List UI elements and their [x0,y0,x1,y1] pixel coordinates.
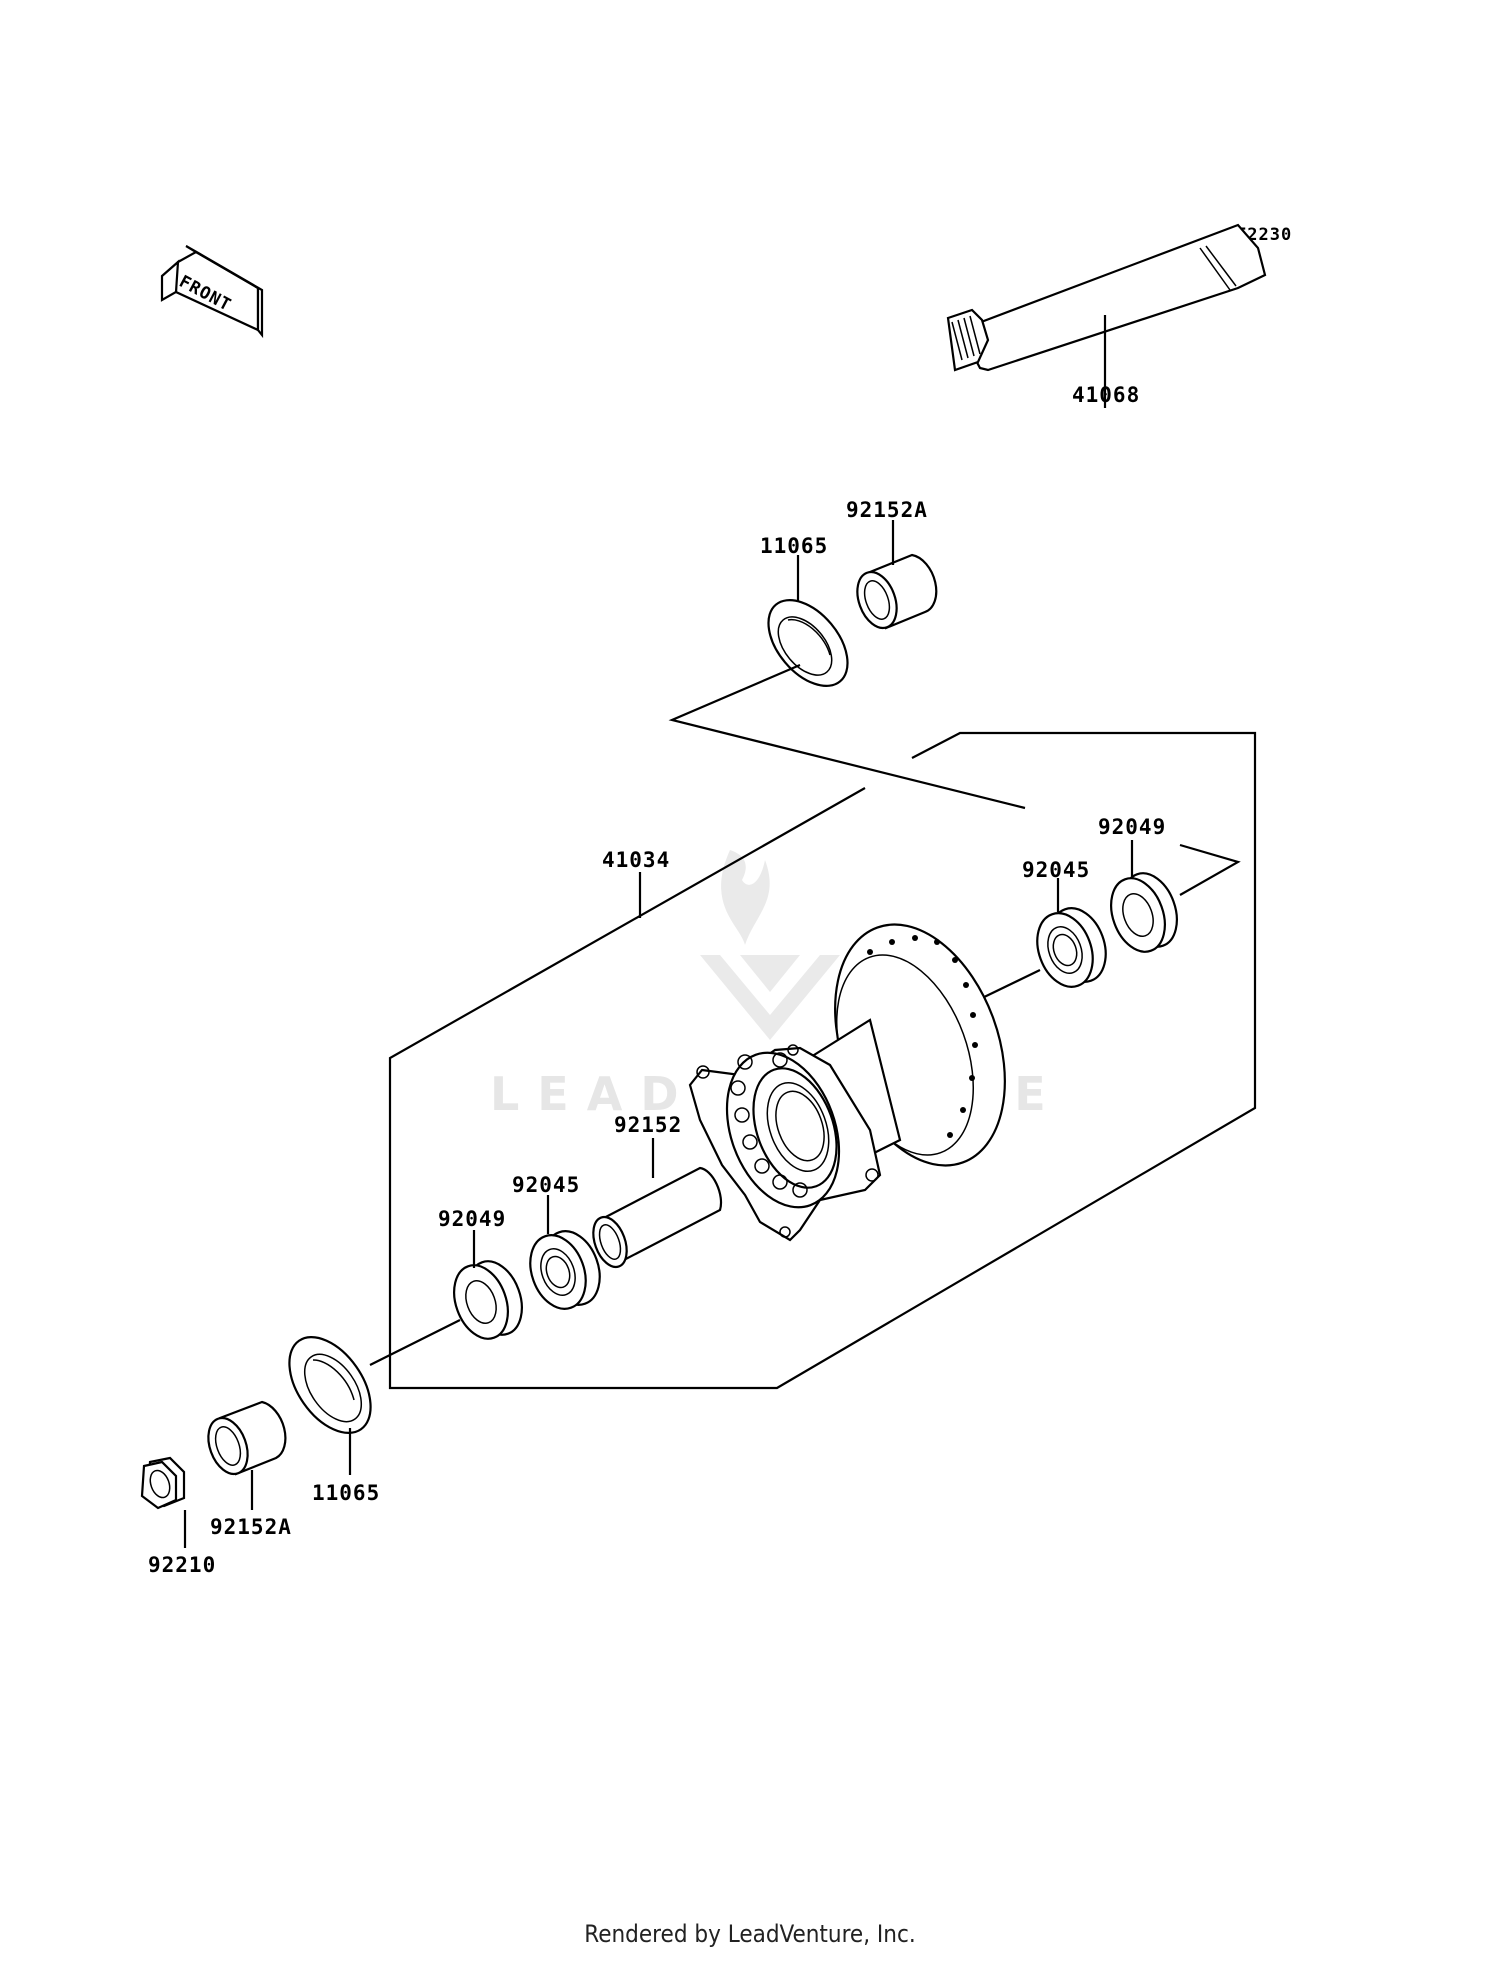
label-41068: 41068 [1072,383,1140,407]
axle-41068 [946,223,1267,372]
label-92210: 92210 [148,1553,216,1577]
collar-92152a-bottom [207,1400,287,1476]
oil-seal-92049-right [1110,872,1178,953]
spacer-92152 [592,1166,723,1269]
collar-92152a-top [856,553,938,630]
oil-seal-92049-left [453,1260,523,1340]
label-11065-top: 11065 [760,534,828,558]
footer-credit: Rendered by LeadVenture, Inc. [584,1920,916,1948]
front-arrow-icon: FRONT [160,245,264,339]
bearing-92045-left [529,1230,601,1310]
label-41034: 41034 [602,848,670,872]
cover-11065-bottom [288,1336,372,1434]
nut-92210 [140,1456,186,1510]
label-92049-right: 92049 [1098,815,1166,839]
label-92152a-top: 92152A [846,498,928,522]
label-92152a-bottom: 92152A [210,1515,292,1539]
bearing-92045-right [1036,907,1107,988]
label-92152: 92152 [614,1113,682,1137]
label-11065-bottom: 11065 [312,1481,380,1505]
label-92045-left: 92045 [512,1173,580,1197]
label-92045-right: 92045 [1022,858,1090,882]
wheel-hub-41034 [688,923,1006,1242]
label-92049-left: 92049 [438,1207,506,1231]
cover-11065-top [767,599,849,687]
